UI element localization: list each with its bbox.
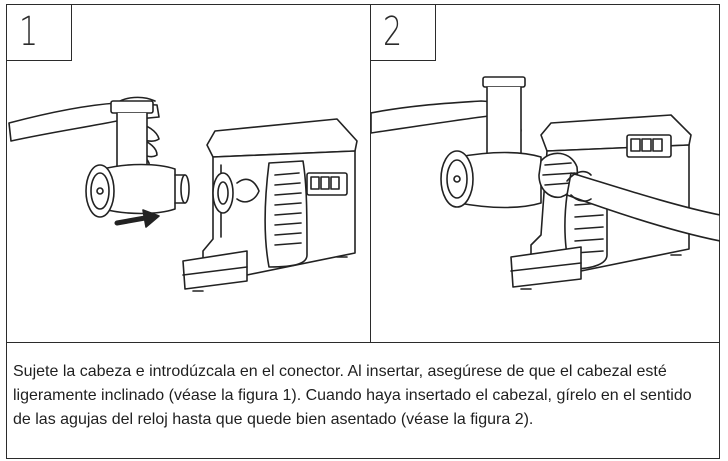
figure-number-1: 1 — [19, 9, 39, 55]
instruction-frame: 1 — [6, 4, 720, 459]
figure-number-box-1: 1 — [7, 5, 72, 61]
figure-1-illustration — [8, 96, 358, 292]
grinder-head-1 — [85, 100, 190, 218]
panel-divider — [370, 5, 371, 342]
insert-arrow — [114, 215, 148, 226]
instruction-caption: Sujete la cabeza e introdúzcala en el co… — [13, 363, 692, 428]
figure-number-box-2: 2 — [371, 5, 436, 61]
figure-2-illustration — [371, 76, 720, 290]
figure-number-2: 2 — [383, 9, 403, 55]
caption-divider — [7, 342, 719, 343]
figure-panel-1: 1 — [7, 5, 370, 342]
motor-body-1 — [182, 118, 358, 292]
grinder-head-2 — [440, 76, 542, 209]
figure-panel-2: 2 — [371, 5, 720, 342]
hand-turning-ring — [566, 170, 720, 242]
